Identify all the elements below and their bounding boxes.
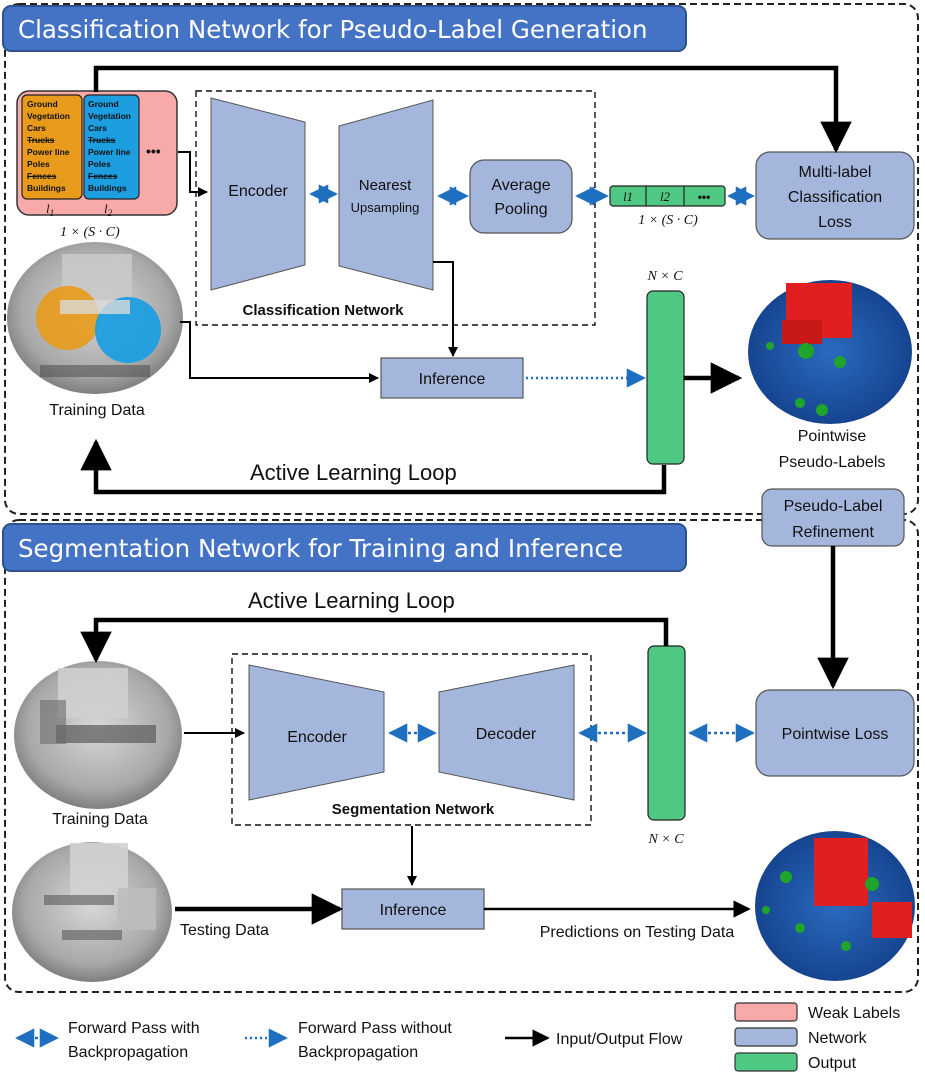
training-data-cloud-bottom <box>14 661 182 809</box>
legend-weak-label: Weak Labels <box>808 1005 900 1022</box>
weak-labels-dim: 1 × (S · C) <box>60 225 120 240</box>
card-2-symbol: l2 <box>104 201 113 218</box>
weak-label-item: Cars <box>27 123 46 133</box>
legend-network-label: Network <box>808 1030 868 1047</box>
weak-label-card-1 <box>21 94 83 200</box>
top-dotted-arrows <box>309 184 755 388</box>
legend-fwd-bp-line2: Backpropagation <box>68 1044 188 1061</box>
cls-encoder-shape <box>210 97 306 291</box>
bottom-flow-arrows <box>80 617 751 925</box>
label-vector-cell-1: l1 <box>623 189 633 204</box>
top-flow-arrows <box>80 65 852 690</box>
seg-output-dim: N × C <box>647 832 684 847</box>
weak-label-item: Poles <box>27 159 50 169</box>
top-panel-title: Classification Network for Pseudo-Label … <box>18 15 648 44</box>
seg-decoder-label: Decoder <box>476 726 537 743</box>
legend-fwd-nobp-line1: Forward Pass without <box>298 1020 452 1037</box>
label-vector <box>609 185 726 207</box>
weak-label-item: Fences <box>27 171 57 181</box>
average-pooling-box <box>469 159 573 234</box>
weak-label-item: Ground <box>27 99 58 109</box>
legend-weak-swatch <box>734 1002 798 1022</box>
classification-network-frame <box>195 90 596 326</box>
segmentation-network-label: Segmentation Network <box>332 801 495 818</box>
weak-label-item: Vegetation <box>88 111 131 121</box>
seg-output-column <box>647 645 686 821</box>
testing-data-cloud <box>12 842 172 982</box>
weak-label-item: Cars <box>88 123 107 133</box>
top-banner <box>2 5 687 52</box>
weak-label-item: Trucks <box>27 135 55 145</box>
multilabel-loss-label-2: Classification <box>788 189 882 206</box>
multilabel-loss-label-3: Loss <box>818 214 852 231</box>
bottom-banner <box>2 523 687 572</box>
seg-encoder-shape <box>248 664 385 801</box>
refinement-label-1: Pseudo-Label <box>784 498 883 515</box>
seg-encoder-label: Encoder <box>287 729 347 746</box>
legend-fwd-bp-line1: Forward Pass with <box>68 1020 200 1037</box>
average-pooling-label-2: Pooling <box>494 201 547 218</box>
weak-label-item: Buildings <box>88 183 127 193</box>
training-data-cloud-top <box>7 242 183 394</box>
training-data-label-top: Training Data <box>49 402 145 419</box>
weak-labels-ellipsis: ••• <box>146 143 161 159</box>
refinement-label-2: Refinement <box>792 524 874 541</box>
legend-output-swatch <box>734 1052 798 1072</box>
cls-encoder-label: Encoder <box>228 183 288 200</box>
seg-inference-label: Inference <box>380 902 447 919</box>
legend-io-label: Input/Output Flow <box>556 1031 683 1048</box>
weak-label-item: Poles <box>88 159 111 169</box>
legend-fwd-nobp-line2: Backpropagation <box>298 1044 418 1061</box>
card-1-symbol: l1 <box>46 201 54 218</box>
weak-label-item: Power line <box>88 147 131 157</box>
cls-upsampling-label-2: Upsampling <box>351 200 420 215</box>
weak-label-card-2 <box>83 94 140 200</box>
active-learning-loop-top: Active Learning Loop <box>250 460 457 485</box>
weak-label-item: Ground <box>88 99 119 109</box>
testing-data-label: Testing Data <box>180 922 269 939</box>
pseudo-label-cloud <box>748 280 912 424</box>
weak-label-item: Power line <box>27 147 70 157</box>
pseudo-labels-label-2: Pseudo-Labels <box>779 454 886 471</box>
legend: Forward Pass with Backpropagation Forwar… <box>15 1002 900 1072</box>
average-pooling-label-1: Average <box>491 177 550 194</box>
bottom-panel-title: Segmentation Network for Training and In… <box>18 534 623 563</box>
predictions-label: Predictions on Testing Data <box>540 924 735 941</box>
seg-decoder-shape <box>438 664 575 801</box>
training-data-label-bottom: Training Data <box>52 811 148 828</box>
pointwise-loss-box <box>755 689 915 777</box>
weak-label-item: Buildings <box>27 183 66 193</box>
pseudo-labels-label-1: Pointwise <box>798 428 867 445</box>
multilabel-loss-label-1: Multi-label <box>799 164 872 181</box>
cls-upsampling-shape <box>338 99 434 291</box>
cls-inference-box <box>380 357 524 399</box>
prediction-cloud <box>755 831 915 981</box>
pointwise-loss-label: Pointwise Loss <box>782 726 889 743</box>
label-vector-cell-2: l2 <box>660 189 671 204</box>
label-vector-cell-3: ••• <box>698 190 711 204</box>
seg-inference-box <box>341 888 485 930</box>
classification-network-label: Classification Network <box>243 302 405 319</box>
cls-output-column <box>646 290 685 465</box>
weak-label-item: Trucks <box>88 135 116 145</box>
label-vector-dim: 1 × (S · C) <box>638 213 698 228</box>
cls-output-dim: N × C <box>646 269 683 284</box>
weak-label-item: Fences <box>88 171 118 181</box>
legend-output-label: Output <box>808 1055 857 1072</box>
cls-inference-label: Inference <box>419 371 486 388</box>
cls-upsampling-label-1: Nearest <box>359 177 412 194</box>
bottom-panel-frame <box>4 519 919 993</box>
legend-network-swatch <box>734 1027 798 1047</box>
weak-label-item: Vegetation <box>27 111 70 121</box>
active-learning-loop-bottom: Active Learning Loop <box>248 588 455 613</box>
top-panel-frame <box>4 3 919 515</box>
